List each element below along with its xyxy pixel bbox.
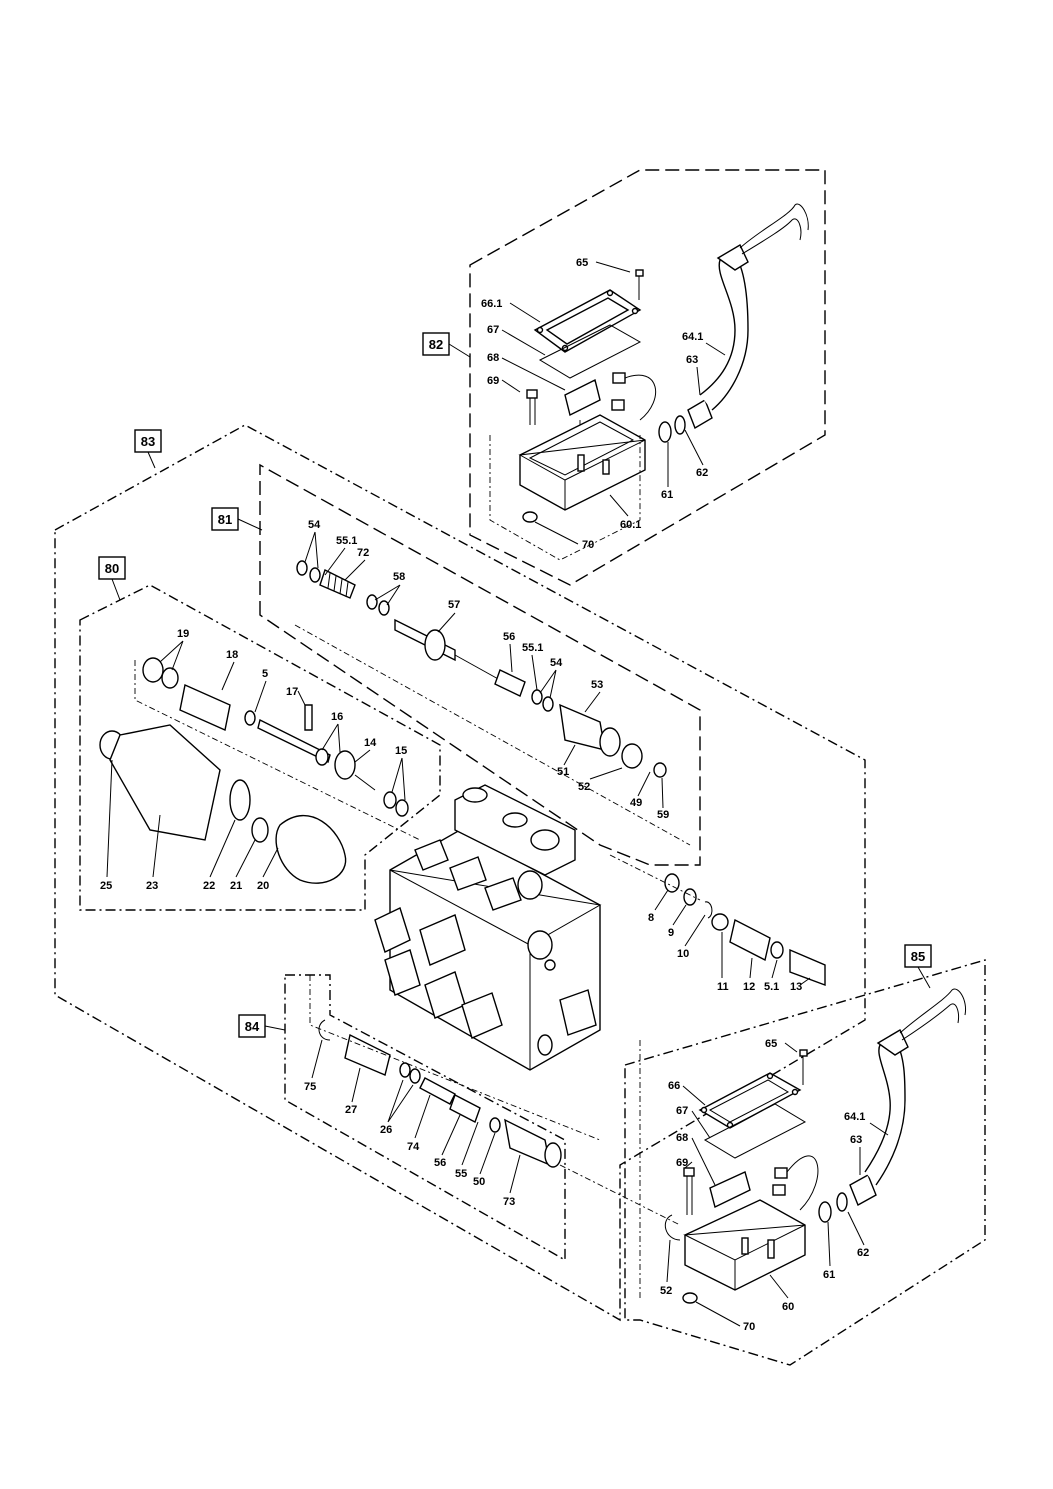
callout-label: 59 — [657, 809, 669, 821]
leader-85 — [917, 966, 931, 989]
group-82-label: 82 — [429, 337, 443, 352]
callout-label: 74 — [407, 1141, 420, 1153]
callout-label: 56 — [434, 1157, 446, 1169]
leader-81 — [237, 518, 263, 531]
lower-spool — [318, 1019, 562, 1168]
group-81-label: 81 — [218, 512, 232, 527]
leader-84 — [264, 1025, 286, 1031]
callout-label: 19 — [177, 628, 189, 640]
callout-label: 70 — [582, 539, 594, 551]
group-82-outline — [469, 169, 826, 586]
callout-label: 16 — [331, 711, 343, 723]
callout-label: 9 — [668, 927, 674, 939]
callout-label: 64.1 — [844, 1111, 865, 1123]
callout-label: 52 — [578, 781, 590, 793]
callout-label: 54 — [550, 657, 563, 669]
callout-label: 14 — [364, 737, 377, 749]
callout-label: 66.1 — [481, 298, 502, 310]
switch-box-bottom — [664, 988, 967, 1304]
callout-label: 68 — [676, 1132, 688, 1144]
callout-label: 55 — [455, 1168, 467, 1180]
centerline-2 — [294, 624, 691, 846]
callout-label: 8 — [648, 912, 654, 924]
callout-label: 10 — [677, 948, 689, 960]
group-84-label: 84 — [245, 1019, 260, 1034]
callout-label: 54 — [308, 519, 321, 531]
callout-label: 60 — [782, 1301, 794, 1313]
callout-label: 60.1 — [620, 519, 641, 531]
callout-label: 50 — [473, 1176, 485, 1188]
callout-label: 17 — [286, 686, 298, 698]
callout-label: 56 — [503, 631, 515, 643]
callout-label: 73 — [503, 1196, 515, 1208]
centerline-5 — [609, 854, 701, 901]
callout-label: 63 — [686, 354, 698, 366]
callout-label: 15 — [395, 745, 407, 757]
group-83-label: 83 — [141, 434, 155, 449]
callout-label: 53 — [591, 679, 603, 691]
callout-label: 58 — [393, 571, 405, 583]
callout-label: 55.1 — [336, 535, 357, 547]
callout-label: 25 — [100, 880, 112, 892]
group-85-label: 85 — [911, 949, 925, 964]
callout-label: 64.1 — [682, 331, 703, 343]
valve-body — [374, 784, 602, 1071]
adjuster-assembly — [99, 657, 409, 884]
group-80-label: 80 — [105, 561, 119, 576]
callout-label: 27 — [345, 1104, 357, 1116]
callout-label: 63 — [850, 1134, 862, 1146]
callout-label: 65 — [576, 257, 588, 269]
callout-label: 61 — [661, 489, 673, 501]
group-85-outline — [624, 959, 986, 1366]
callout-label: 69 — [487, 375, 499, 387]
callout-labels: 65 66.1 67 68 69 64.1 63 62 61 60.1 70 5… — [100, 257, 889, 1333]
callout-label: 62 — [696, 467, 708, 479]
callout-label: 23 — [146, 880, 158, 892]
callout-label: 26 — [380, 1124, 392, 1136]
spool-assembly — [296, 560, 667, 778]
callout-label: 18 — [226, 649, 238, 661]
callout-label: 62 — [857, 1247, 869, 1259]
callout-label: 68 — [487, 352, 499, 364]
leader-80 — [111, 578, 121, 601]
callout-label: 13 — [790, 981, 802, 993]
callout-label: 5.1 — [764, 981, 779, 993]
check-valve-parts — [664, 873, 826, 987]
callout-label: 61 — [823, 1269, 835, 1281]
callout-label: 67 — [487, 324, 499, 336]
callout-label: 12 — [743, 981, 755, 993]
callout-label: 20 — [257, 880, 269, 892]
centerline-3 — [309, 975, 601, 1141]
callout-label: 22 — [203, 880, 215, 892]
callout-label: 5 — [262, 668, 268, 680]
callout-label: 55.1 — [522, 642, 543, 654]
callout-label: 52 — [660, 1285, 672, 1297]
callout-label: 11 — [717, 981, 729, 993]
callout-label: 69 — [676, 1157, 688, 1169]
callout-label: 70 — [743, 1321, 755, 1333]
callout-label: 57 — [448, 599, 460, 611]
callout-label: 66 — [668, 1080, 680, 1092]
callout-label: 67 — [676, 1105, 688, 1117]
leader-83 — [147, 451, 156, 469]
centerline-6 — [489, 435, 641, 561]
switch-box-top — [518, 203, 809, 523]
leader-82 — [448, 343, 471, 358]
group-80-outline — [79, 584, 441, 911]
callout-label: 72 — [357, 547, 369, 559]
callout-label: 51 — [557, 766, 569, 778]
callout-label: 65 — [765, 1038, 777, 1050]
callout-label: 49 — [630, 797, 642, 809]
group-81-outline — [259, 463, 701, 866]
callout-label: 75 — [304, 1081, 316, 1093]
callout-label: 21 — [230, 880, 242, 892]
group-84-outline — [284, 974, 566, 1262]
